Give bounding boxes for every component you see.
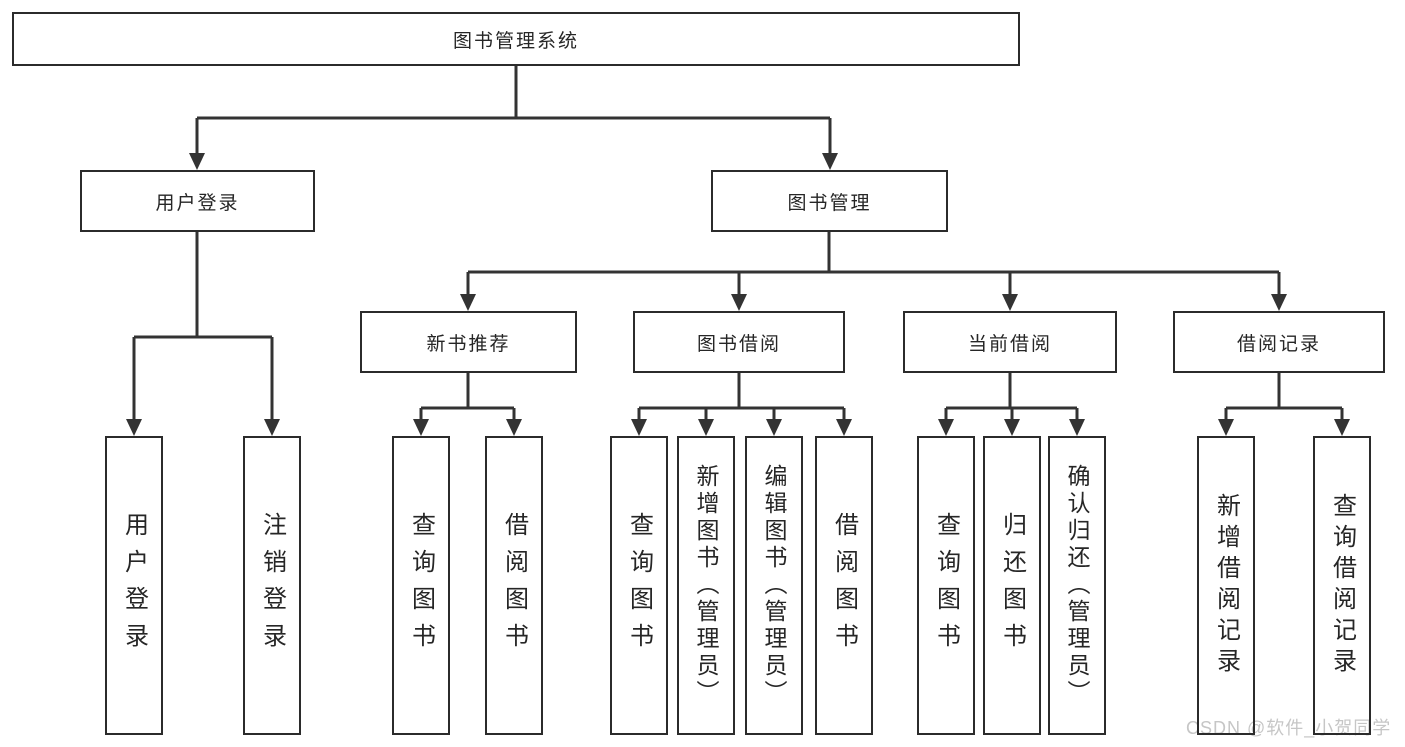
node-user-login: 用户登录 — [80, 170, 315, 232]
node-bb-borrow-books-label: 借阅图书 — [830, 511, 858, 660]
connector-borrow-records-branch — [1218, 373, 1350, 436]
arrowhead — [1002, 294, 1018, 311]
node-br-query-record: 查询借阅记录 — [1313, 436, 1371, 735]
node-new-book-recommend-label: 新书推荐 — [426, 333, 511, 355]
node-logout-user: 注销登录 — [243, 436, 301, 735]
arrowhead — [731, 294, 747, 311]
node-book-management-label: 图书管理 — [787, 192, 872, 214]
node-root-label: 图书管理系统 — [452, 30, 579, 52]
node-book-borrowing: 图书借阅 — [633, 311, 845, 373]
node-cb-confirm-return-label: 确认归还（管理员） — [1064, 464, 1090, 707]
node-borrow-records-label: 借阅记录 — [1236, 333, 1321, 355]
connector-user-login-branch — [126, 232, 280, 436]
node-bb-borrow-books: 借阅图书 — [815, 436, 873, 735]
node-new-book-recommend: 新书推荐 — [360, 311, 577, 373]
node-cb-query-books: 查询图书 — [917, 436, 975, 735]
node-bb-query-books: 查询图书 — [610, 436, 668, 735]
node-cb-return-books-label: 归还图书 — [998, 511, 1026, 660]
arrowhead — [938, 419, 954, 436]
arrowhead — [1271, 294, 1287, 311]
arrowhead — [698, 419, 714, 436]
node-user-login-label: 用户登录 — [155, 192, 240, 214]
arrowhead — [836, 419, 852, 436]
arrowhead — [506, 419, 522, 436]
node-br-add-record: 新增借阅记录 — [1197, 436, 1255, 735]
connector-book-borrowing-branch — [631, 373, 852, 436]
node-nb-borrow-books: 借阅图书 — [485, 436, 543, 735]
node-br-add-record-label: 新增借阅记录 — [1212, 492, 1240, 679]
arrowhead — [264, 419, 280, 436]
node-cb-return-books: 归还图书 — [983, 436, 1041, 735]
connector-current-borrowing-branch — [938, 373, 1085, 436]
node-nb-borrow-books-label: 借阅图书 — [500, 511, 528, 660]
arrowhead — [1004, 419, 1020, 436]
node-cb-confirm-return: 确认归还（管理员） — [1048, 436, 1106, 735]
node-login-user-label: 用户登录 — [120, 511, 148, 660]
node-logout-user-label: 注销登录 — [258, 511, 286, 660]
node-nb-query-books-label: 查询图书 — [407, 511, 435, 660]
node-current-borrowing-label: 当前借阅 — [967, 333, 1052, 355]
node-login-user: 用户登录 — [105, 436, 163, 735]
node-root: 图书管理系统 — [12, 12, 1020, 66]
arrowhead — [189, 153, 205, 170]
arrowhead — [413, 419, 429, 436]
arrowhead — [822, 153, 838, 170]
arrowhead — [126, 419, 142, 436]
node-br-query-record-label: 查询借阅记录 — [1328, 492, 1356, 679]
node-book-borrowing-label: 图书借阅 — [696, 333, 781, 355]
connector-new-book-recommend-branch — [413, 373, 522, 436]
node-cb-query-books-label: 查询图书 — [932, 511, 960, 660]
arrowhead — [1069, 419, 1085, 436]
node-borrow-records: 借阅记录 — [1173, 311, 1385, 373]
arrowhead — [460, 294, 476, 311]
node-book-management: 图书管理 — [711, 170, 948, 232]
node-nb-query-books: 查询图书 — [392, 436, 450, 735]
arrowhead — [1218, 419, 1234, 436]
node-current-borrowing: 当前借阅 — [903, 311, 1117, 373]
node-bb-add-books: 新增图书（管理员） — [677, 436, 735, 735]
connector-book-management-branch — [460, 232, 1287, 311]
arrowhead — [1334, 419, 1350, 436]
node-bb-edit-books-label: 编辑图书（管理员） — [761, 464, 787, 707]
arrowhead — [766, 419, 782, 436]
node-bb-query-books-label: 查询图书 — [625, 511, 653, 660]
arrowhead — [631, 419, 647, 436]
node-bb-edit-books: 编辑图书（管理员） — [745, 436, 803, 735]
connector-root-to-level2 — [189, 66, 838, 170]
node-bb-add-books-label: 新增图书（管理员） — [693, 464, 719, 707]
